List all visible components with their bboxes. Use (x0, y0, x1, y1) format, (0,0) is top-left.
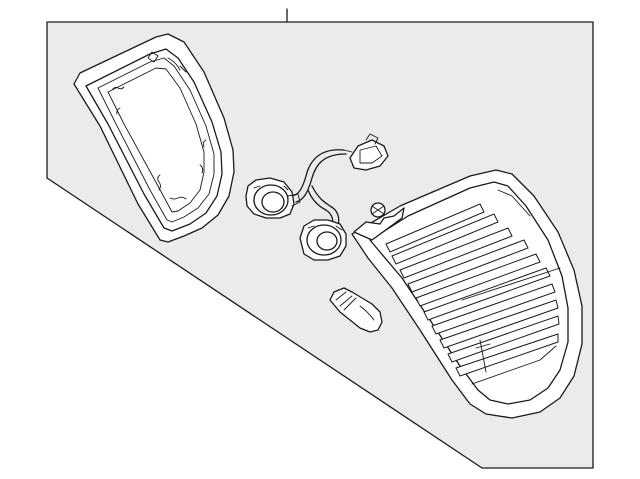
tail-lamp-assembly (351, 169, 583, 419)
bulb (329, 287, 383, 333)
bulb-socket-upper (245, 177, 301, 219)
lamp-gasket (73, 33, 235, 243)
bulb-socket-lower (299, 219, 347, 261)
